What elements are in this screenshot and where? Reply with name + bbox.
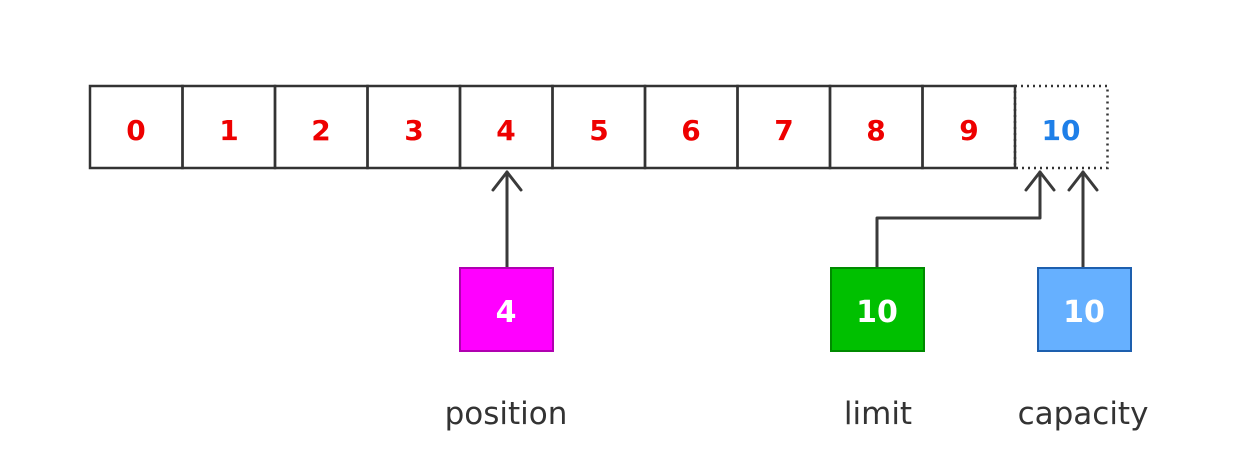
capacity-value: 10 bbox=[1063, 295, 1105, 330]
limit-box bbox=[830, 267, 925, 352]
pointer-arrows bbox=[491, 170, 1099, 270]
limit-pointer: 10 limit bbox=[830, 267, 925, 432]
cell-label-4: 4 bbox=[496, 114, 515, 147]
limit-arrow bbox=[875, 170, 1056, 270]
cell-label-0: 0 bbox=[126, 114, 145, 147]
capacity-pointer: 10 capacity bbox=[1018, 267, 1149, 432]
cell-label-3: 3 bbox=[404, 114, 423, 147]
capacity-box bbox=[1037, 267, 1132, 352]
cell-label-1: 1 bbox=[219, 114, 238, 147]
cell-label-capacity: 10 bbox=[1042, 114, 1081, 147]
cell-label-5: 5 bbox=[589, 114, 608, 147]
cell-label-9: 9 bbox=[959, 114, 978, 147]
cell-label-2: 2 bbox=[311, 114, 330, 147]
position-value: 4 bbox=[496, 295, 517, 330]
capacity-arrow bbox=[1067, 170, 1099, 270]
position-pointer: 4 position bbox=[445, 267, 568, 432]
cell-label-7: 7 bbox=[774, 114, 793, 147]
cell-label-8: 8 bbox=[866, 114, 885, 147]
limit-value: 10 bbox=[856, 295, 898, 330]
limit-caption: limit bbox=[844, 396, 912, 432]
position-arrow bbox=[491, 170, 523, 270]
position-caption: position bbox=[445, 396, 568, 432]
capacity-caption: capacity bbox=[1018, 396, 1149, 432]
buffer-cell-labels: 0 1 2 3 4 5 6 7 8 9 10 bbox=[126, 114, 1080, 147]
position-box bbox=[459, 267, 554, 352]
buffer-cell-capacity bbox=[1013, 84, 1109, 170]
cell-label-6: 6 bbox=[681, 114, 700, 147]
